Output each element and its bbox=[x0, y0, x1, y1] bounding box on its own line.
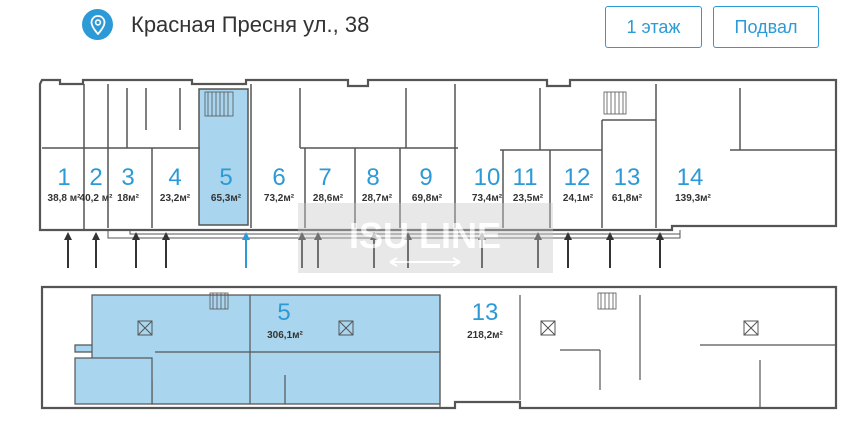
room-3[interactable]: 3 18м² bbox=[117, 164, 140, 204]
room-14[interactable]: 14 139,3м² bbox=[675, 164, 711, 204]
entrance-arrow-icon bbox=[606, 232, 614, 268]
room-area: 61,8м² bbox=[612, 193, 643, 204]
room-area: 40,2 м² bbox=[80, 193, 114, 204]
room-area: 306,1м² bbox=[267, 330, 303, 341]
room-area: 38,8 м² bbox=[48, 193, 82, 204]
room-area: 65,3м² bbox=[211, 193, 242, 204]
room-number: 10 bbox=[474, 164, 501, 191]
room-12[interactable]: 12 24,1м² bbox=[563, 164, 594, 204]
entrance-arrow-icon bbox=[478, 232, 486, 268]
room-13[interactable]: 13 61,8м² bbox=[612, 164, 643, 204]
watermark: ISU LINE bbox=[298, 203, 553, 273]
room-number: 12 bbox=[564, 164, 591, 191]
header: Красная Пресня ул., 38 1 этаж Подвал bbox=[0, 0, 853, 56]
room-4[interactable]: 4 23,2м² bbox=[160, 164, 191, 204]
room-number: 7 bbox=[318, 164, 331, 191]
room-area: 73,2м² bbox=[264, 193, 295, 204]
room-1[interactable]: 1 38,8 м² bbox=[48, 164, 82, 204]
entrance-arrow-icon bbox=[132, 232, 140, 268]
entrance-arrow-icon bbox=[162, 232, 170, 268]
room-number: 11 bbox=[513, 164, 538, 191]
entrance-arrow-icon bbox=[564, 232, 572, 268]
basement-room-13[interactable]: 13 218,2м² bbox=[467, 299, 503, 341]
room-number: 9 bbox=[419, 164, 432, 191]
address-title: Красная Пресня ул., 38 bbox=[131, 12, 370, 37]
entrance-arrow-icon bbox=[314, 232, 322, 268]
room-5-highlight[interactable] bbox=[198, 88, 249, 226]
room-8[interactable]: 8 28,7м² bbox=[362, 164, 393, 204]
entrance-arrows bbox=[64, 232, 664, 268]
room-number: 3 bbox=[121, 164, 134, 191]
room-area: 69,8м² bbox=[412, 193, 443, 204]
room-5[interactable]: 5 65,3м² bbox=[211, 164, 242, 204]
basement-room-5[interactable]: 5 306,1м² bbox=[267, 299, 303, 341]
room-area: 18м² bbox=[117, 193, 140, 204]
map-pin-icon bbox=[82, 9, 113, 40]
room-number: 5 bbox=[277, 299, 290, 326]
room-number: 5 bbox=[219, 164, 232, 191]
vent-icon bbox=[137, 320, 759, 336]
room-number: 1 bbox=[57, 164, 70, 191]
room-number: 14 bbox=[677, 164, 704, 191]
room-9[interactable]: 9 69,8м² bbox=[412, 164, 443, 204]
entrance-arrow-icon bbox=[92, 232, 100, 268]
room-10[interactable]: 10 73,4м² bbox=[472, 164, 503, 204]
room-area: 139,3м² bbox=[675, 193, 711, 204]
room-area: 73,4м² bbox=[472, 193, 503, 204]
room-area: 23,2м² bbox=[160, 193, 191, 204]
entrance-arrow-icon bbox=[242, 232, 250, 268]
room-11[interactable]: 11 23,5м² bbox=[513, 164, 544, 204]
room-area: 23,5м² bbox=[513, 193, 544, 204]
room-area: 28,6м² bbox=[313, 193, 344, 204]
room-6[interactable]: 6 73,2м² bbox=[264, 164, 295, 204]
room-number: 6 bbox=[272, 164, 285, 191]
entrance-arrow-icon bbox=[64, 232, 72, 268]
room-number: 13 bbox=[472, 299, 499, 326]
stairs-icon bbox=[209, 292, 617, 310]
entrance-arrow-icon bbox=[370, 232, 378, 268]
entrance-arrow-icon bbox=[656, 232, 664, 268]
watermark-text: ISU LINE bbox=[349, 215, 501, 256]
stairs-icon bbox=[603, 91, 627, 115]
room-number: 2 bbox=[89, 164, 102, 191]
stairs-icon bbox=[204, 91, 234, 117]
room-number: 8 bbox=[366, 164, 379, 191]
room-7[interactable]: 7 28,6м² bbox=[313, 164, 344, 204]
basement-plan: 5 306,1м² 13 218,2м² bbox=[40, 285, 838, 410]
floor-1-button[interactable]: 1 этаж bbox=[605, 6, 702, 48]
floor1-plan: 1 38,8 м² 2 40,2 м² 3 18м² 4 23,2м² 5 65,3м² 6 73,2… bbox=[38, 78, 838, 268]
room-area: 28,7м² bbox=[362, 193, 393, 204]
entrance-arrow-icon bbox=[534, 232, 542, 268]
room-area: 218,2м² bbox=[467, 330, 503, 341]
room-number: 13 bbox=[614, 164, 641, 191]
room-number: 4 bbox=[168, 164, 181, 191]
entrance-arrow-icon bbox=[298, 232, 306, 268]
room-2[interactable]: 2 40,2 м² bbox=[80, 164, 114, 204]
basement-button[interactable]: Подвал bbox=[713, 6, 819, 48]
room-area: 24,1м² bbox=[563, 193, 594, 204]
